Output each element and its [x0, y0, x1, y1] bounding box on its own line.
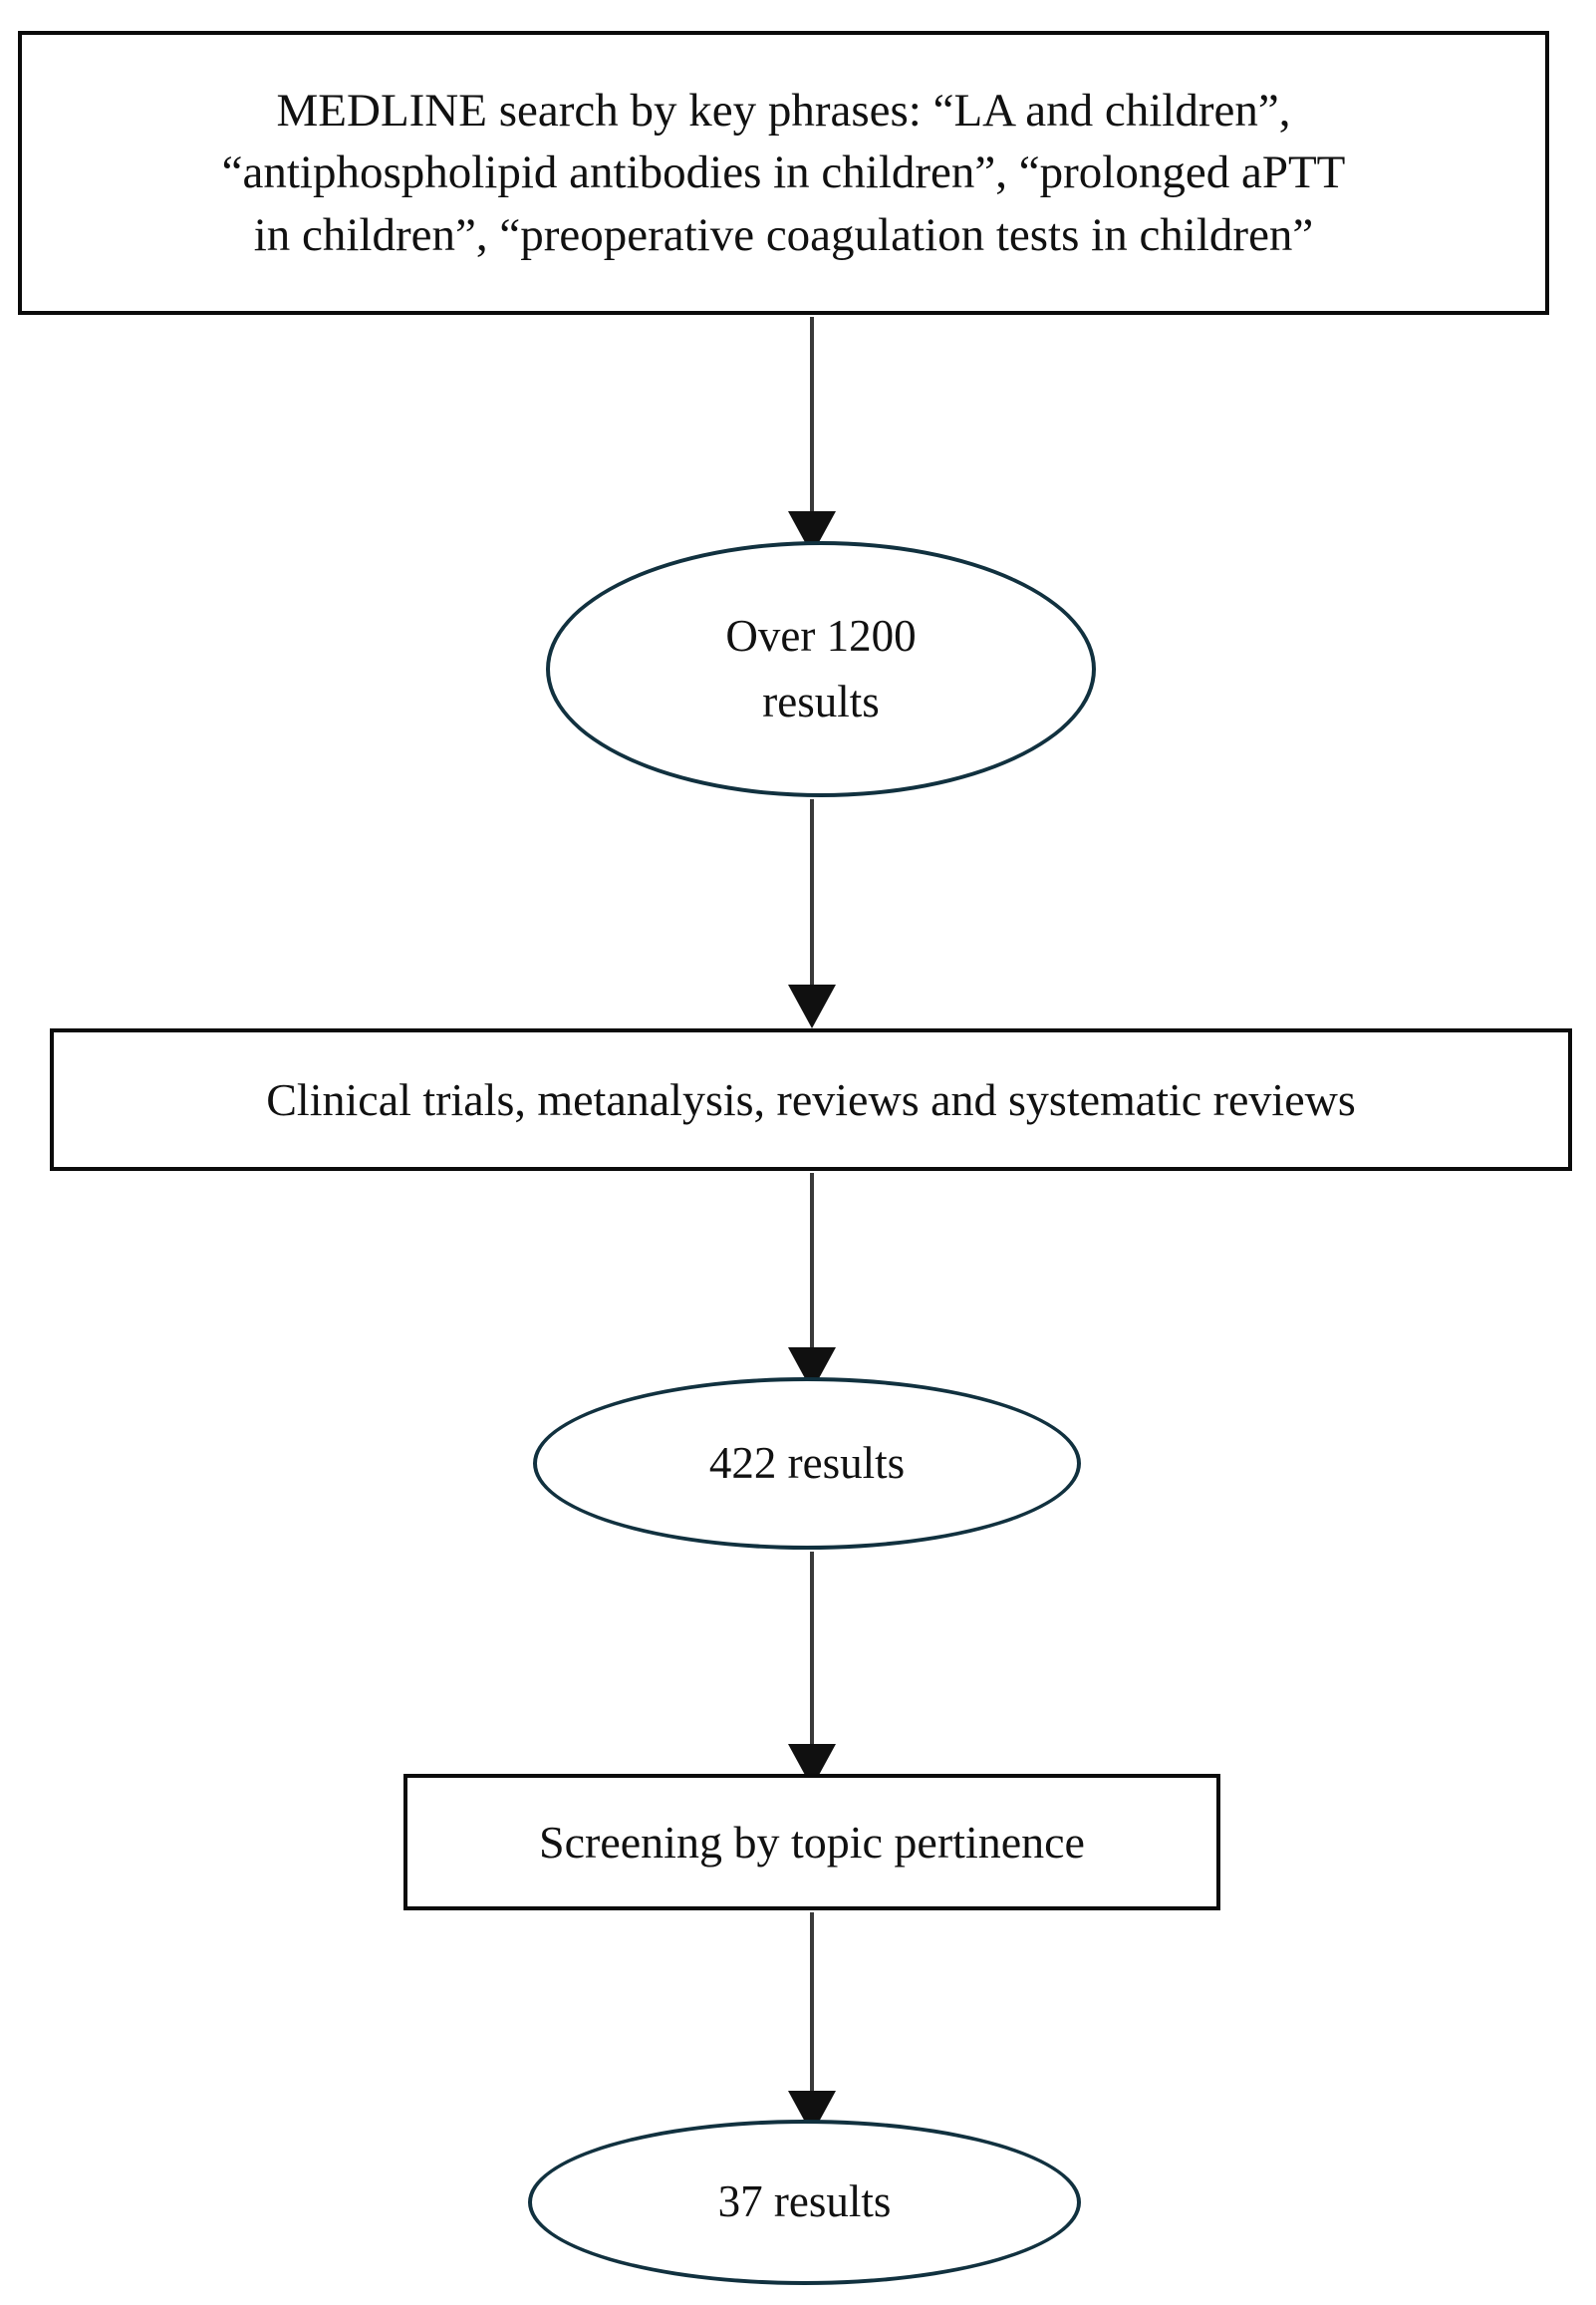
node-study-type-filters-label: Clinical trials, metanalysis, reviews an… [266, 1073, 1356, 1125]
node-over-1200-results-label: Over 1200 results [725, 611, 917, 726]
node-over-1200-results: Over 1200 results [546, 541, 1096, 797]
node-screening-by-topic-pertinence-label: Screening by topic pertinence [539, 1816, 1085, 1868]
node-422-results-label: 422 results [708, 1437, 906, 1488]
node-medline-search: MEDLINE search by key phrases: “LA and c… [18, 31, 1549, 315]
node-422-results: 422 results [533, 1377, 1081, 1550]
node-study-type-filters: Clinical trials, metanalysis, reviews an… [50, 1028, 1572, 1171]
node-37-results-label: 37 results [717, 2176, 892, 2227]
node-37-results: 37 results [528, 2120, 1081, 2285]
node-medline-search-label: MEDLINE search by key phrases: “LA and c… [221, 85, 1346, 261]
node-screening-by-topic-pertinence: Screening by topic pertinence [403, 1774, 1220, 1910]
